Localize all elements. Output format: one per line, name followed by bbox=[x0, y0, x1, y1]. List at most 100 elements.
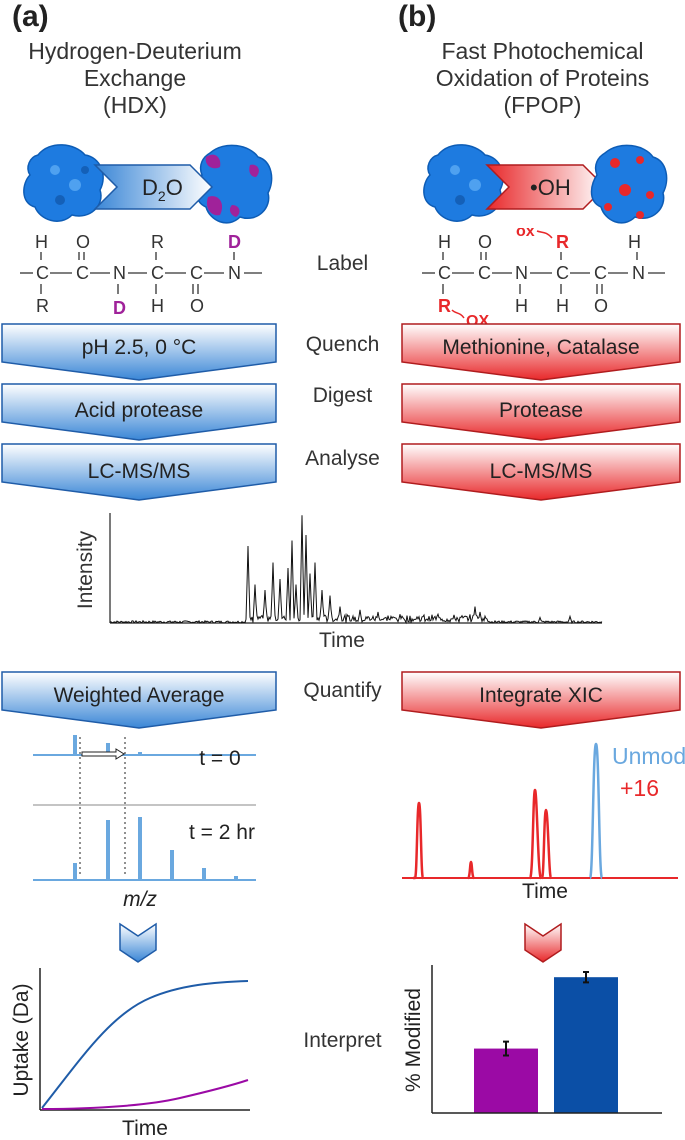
atom-c3: C bbox=[151, 263, 164, 283]
error-bar-0 bbox=[503, 1040, 509, 1057]
chevron-quantify-right-label: Integrate XIC bbox=[479, 684, 603, 707]
chevron-digest-right-label: Protease bbox=[498, 399, 584, 422]
chevron-quench-right-label: Methionine, Catalase bbox=[442, 336, 640, 359]
atom-c2: C bbox=[76, 263, 89, 283]
atom-h-n: H bbox=[515, 296, 528, 316]
atom-r-ox: R bbox=[556, 232, 569, 252]
step-interpret: Interpret bbox=[303, 1029, 382, 1052]
labeling-reaction-graphics: D2O •OH bbox=[23, 144, 668, 224]
atom-h2: H bbox=[151, 296, 164, 316]
uptake-curve-purple bbox=[41, 1079, 249, 1110]
chromatogram-xlabel: Time bbox=[319, 629, 365, 652]
uptake-xlabel: Time bbox=[122, 1117, 168, 1140]
step-label: Label bbox=[316, 252, 369, 275]
bonds-a bbox=[20, 252, 262, 294]
panel-a-title-line3: (HDX) bbox=[103, 92, 167, 118]
panel-b-title-line3: (FPOP) bbox=[503, 92, 582, 118]
peptide-structures: H O R D C C N C C N R D H O H O ox R H C… bbox=[20, 228, 665, 328]
atom-n2: N bbox=[632, 263, 645, 283]
shift-arrow-icon bbox=[81, 748, 125, 760]
protein-unlabeled-left-icon bbox=[23, 144, 104, 222]
atom-r2: R bbox=[36, 296, 49, 316]
atom-h: H bbox=[438, 232, 451, 252]
atom-c3: C bbox=[556, 263, 569, 283]
uptake-chart: Uptake (Da) Time bbox=[10, 968, 250, 1140]
step-quantify: Quantify bbox=[303, 679, 382, 702]
chevron-quantify-left: Weighted Average bbox=[0, 670, 278, 730]
step-analyse: Analyse bbox=[305, 447, 380, 470]
label-t0: t = 0 bbox=[199, 747, 240, 770]
atom-d-bottom: D bbox=[113, 298, 126, 318]
bar-0 bbox=[474, 1048, 538, 1113]
atom-h3: H bbox=[628, 232, 641, 252]
label-unmod: Unmod bbox=[612, 743, 685, 769]
down-chevron-right-icon bbox=[524, 922, 562, 963]
chevron-quantify-right: Integrate XIC bbox=[400, 670, 682, 730]
xic-traces: Unmod +16 bbox=[402, 742, 685, 880]
chevron-digest-left: Acid protease bbox=[0, 382, 278, 442]
atom-ox-top: ox bbox=[516, 228, 535, 240]
step-quench: Quench bbox=[305, 333, 380, 356]
atom-o2: O bbox=[594, 296, 608, 316]
protein-unlabeled-right-icon bbox=[423, 144, 504, 222]
protein-deuterated-icon bbox=[195, 144, 273, 224]
atom-o: O bbox=[76, 232, 90, 252]
chevron-analyse-right: LC-MS/MS bbox=[400, 442, 682, 502]
label-plus16: +16 bbox=[620, 775, 659, 801]
atom-c4: C bbox=[190, 263, 203, 283]
atom-o: O bbox=[478, 232, 492, 252]
panel-a-letter: (a) bbox=[12, 0, 49, 33]
bars-layer bbox=[474, 970, 618, 1113]
chevron-analyse-left-label: LC-MS/MS bbox=[87, 460, 191, 483]
panel-a-title-line2: Exchange bbox=[83, 65, 187, 91]
panel-b-title-line2: Oxidation of Proteins bbox=[435, 65, 650, 91]
panel-a-title: Hydrogen-Deuterium Exchange (HDX) bbox=[0, 38, 270, 119]
atom-r: R bbox=[151, 232, 164, 252]
xic-xlabel: Time bbox=[522, 880, 568, 903]
d2o-sub: 2 bbox=[158, 188, 166, 204]
panel-b-title-line1: Fast Photochemical bbox=[441, 38, 644, 64]
spectrum-t2-peaks bbox=[73, 817, 238, 880]
chromatogram-ylabel: Intensity bbox=[74, 530, 97, 609]
peptide-structure-b: H O ox R H C C N C C N R OX H H O bbox=[438, 228, 645, 328]
d2o-label: D2O bbox=[142, 175, 183, 204]
chevron-digest-left-label: Acid protease bbox=[74, 399, 204, 422]
label-t2: t = 2 hr bbox=[189, 821, 255, 844]
chevron-quench-right: Methionine, Catalase bbox=[400, 322, 682, 382]
peptide-structure-a: H O R D C C N C C N R D H O bbox=[35, 232, 241, 318]
bar-1 bbox=[554, 977, 618, 1113]
chevron-quench-left: pH 2.5, 0 °C bbox=[0, 322, 278, 382]
chevron-analyse-left: LC-MS/MS bbox=[0, 442, 278, 502]
d2o-o: O bbox=[166, 175, 183, 200]
atom-c4: C bbox=[594, 263, 607, 283]
d2o-arrow: D2O bbox=[93, 164, 214, 210]
ox-squiggles bbox=[451, 230, 553, 319]
chevron-quench-left-label: pH 2.5, 0 °C bbox=[81, 336, 197, 359]
panel-b-title: Fast Photochemical Oxidation of Proteins… bbox=[400, 38, 685, 119]
hdx-xlabel: m/z bbox=[123, 888, 157, 911]
atom-c1: C bbox=[438, 263, 451, 283]
step-digest: Digest bbox=[312, 384, 373, 407]
atom-o2: O bbox=[190, 296, 204, 316]
d2o-d: D bbox=[142, 175, 158, 200]
atom-n1: N bbox=[515, 263, 528, 283]
error-bar-1 bbox=[583, 970, 589, 984]
uptake-curve-blue bbox=[41, 980, 249, 1109]
atom-n1: N bbox=[113, 263, 126, 283]
bar-ylabel: % Modified bbox=[402, 988, 425, 1092]
lcms-chromatogram: Intensity Time bbox=[74, 513, 603, 652]
atom-h: H bbox=[35, 232, 48, 252]
atom-d-top: D bbox=[228, 232, 241, 252]
hdx-spectra: t = 0 t = 2 hr bbox=[33, 735, 256, 881]
uptake-ylabel: Uptake (Da) bbox=[10, 983, 33, 1096]
panel-a-title-line1: Hydrogen-Deuterium bbox=[28, 38, 242, 64]
down-chevron-left-icon bbox=[119, 922, 157, 963]
percent-modified-chart: % Modified bbox=[402, 965, 662, 1114]
bonds-b bbox=[422, 252, 665, 294]
atom-r-ox-bottom: R bbox=[438, 296, 451, 316]
protein-oxidized-icon bbox=[590, 144, 668, 224]
atom-h-c: H bbox=[556, 296, 569, 316]
hydroxyl-radical-arrow: •OH bbox=[485, 164, 607, 210]
chevron-analyse-right-label: LC-MS/MS bbox=[489, 460, 593, 483]
atom-n2: N bbox=[228, 263, 241, 283]
